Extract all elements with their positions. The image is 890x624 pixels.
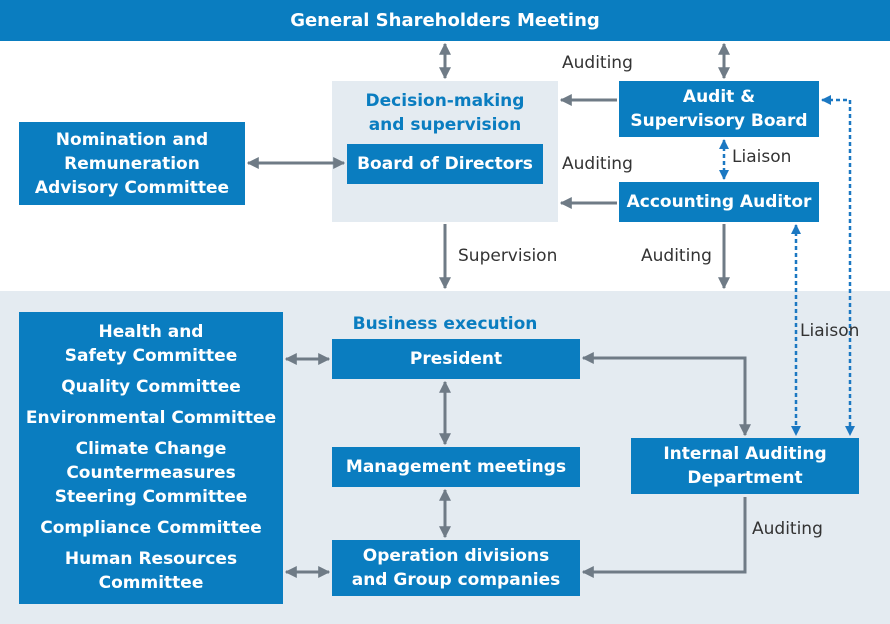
committee-quality: Quality Committee <box>61 377 241 397</box>
committee-environmental: Environmental Committee <box>25 408 277 428</box>
management-meetings: Management meetings <box>332 447 580 487</box>
accounting-auditor: Accounting Auditor <box>619 182 819 222</box>
committee-compliance: Compliance Committee <box>40 518 262 538</box>
nomination-remuneration-committee: Nomination and Remuneration Advisory Com… <box>19 122 245 205</box>
board-of-directors: Board of Directors <box>347 144 543 184</box>
arrow-president-internal-auditing <box>581 352 751 437</box>
decision-making-heading: Decision-making and supervision <box>365 91 525 135</box>
committees-panel: Health and Safety Committee Quality Comm… <box>19 312 283 604</box>
committee-human-resources: Human Resources Committee <box>64 549 238 593</box>
committee-health-safety: Health and Safety Committee <box>64 322 238 366</box>
president: President <box>332 339 580 379</box>
label-auditing-top: Auditing <box>562 53 633 73</box>
general-shareholders-meeting: General Shareholders Meeting <box>0 0 890 41</box>
label-auditing-mid: Auditing <box>562 154 633 174</box>
label-auditing-accounting: Auditing <box>641 246 712 266</box>
label-auditing-internal: Auditing <box>752 519 823 539</box>
internal-auditing-department: Internal Auditing Department <box>631 438 859 494</box>
committee-climate-change: Climate Change Countermeasures Steering … <box>54 439 248 507</box>
label-supervision: Supervision <box>458 246 558 266</box>
arrow-internal-auditing-operations <box>581 497 747 578</box>
operation-divisions-group-companies: Operation divisions and Group companies <box>332 540 580 596</box>
label-liaison-side: Liaison <box>800 321 860 341</box>
label-liaison-top: Liaison <box>732 147 792 167</box>
audit-supervisory-board: Audit & Supervisory Board <box>619 81 819 137</box>
business-execution-heading: Business execution <box>352 314 538 334</box>
arrow-liaison-audit-board-internal <box>821 95 855 436</box>
